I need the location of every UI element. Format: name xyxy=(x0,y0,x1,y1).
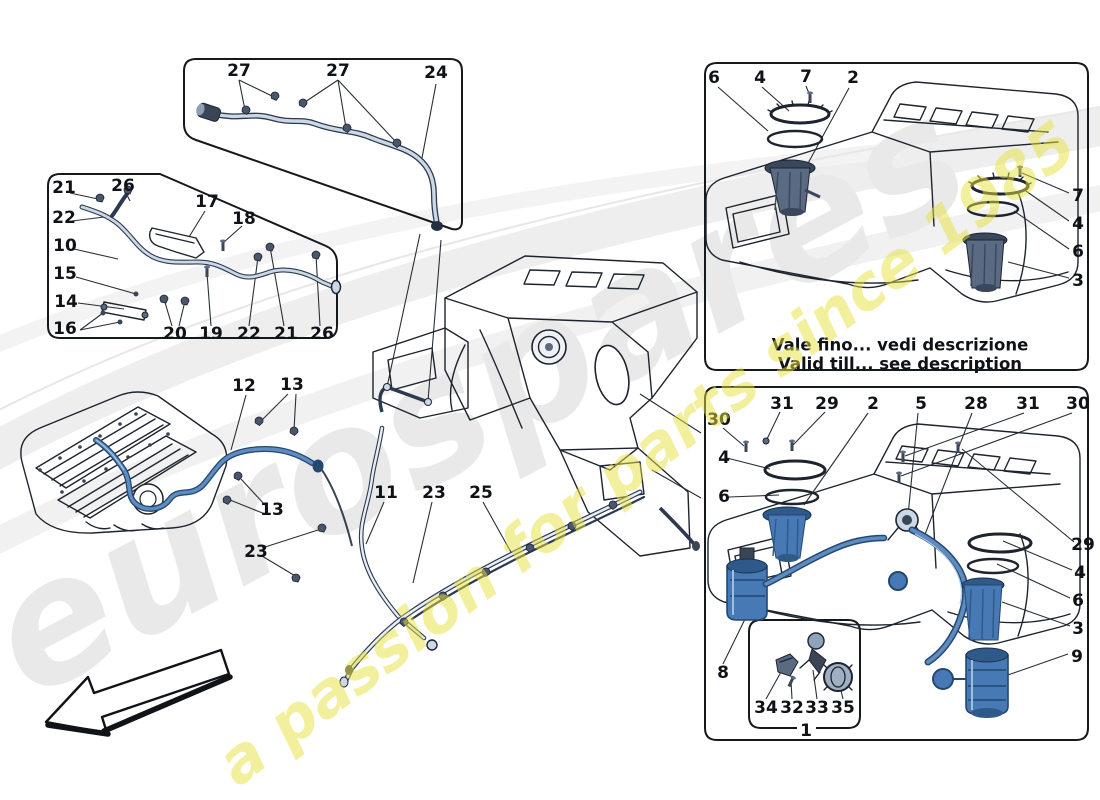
tank-late-drawing xyxy=(707,423,1081,738)
fuel-pump-early-left xyxy=(764,159,821,216)
callout-21: 21 xyxy=(52,178,76,198)
callout-17: 17 xyxy=(195,192,219,212)
callout-14: 14 xyxy=(54,292,78,312)
callout-7: 7 xyxy=(800,67,812,87)
callout-6: 6 xyxy=(1072,242,1084,262)
lock-ring-early-left xyxy=(767,100,833,125)
panel-tank-early xyxy=(704,62,1089,371)
callout-3: 3 xyxy=(1072,271,1084,291)
direction-arrow xyxy=(44,648,233,737)
callout-26: 26 xyxy=(310,324,334,344)
callout-29: 29 xyxy=(1071,535,1095,555)
callout-27: 27 xyxy=(227,61,251,81)
callout-23: 23 xyxy=(244,542,268,562)
panel-pipe-detail xyxy=(183,58,463,231)
callout-22: 22 xyxy=(52,208,76,228)
fuel-pump-late-right xyxy=(961,577,1005,641)
callout-13: 13 xyxy=(280,375,304,395)
callout-16: 16 xyxy=(53,319,77,339)
callout-3: 3 xyxy=(1072,619,1084,639)
callout-4: 4 xyxy=(1072,214,1084,234)
callout-32: 32 xyxy=(780,698,804,718)
callout-23: 23 xyxy=(422,483,446,503)
lock-ring-late-left xyxy=(763,459,827,481)
callout-12: 12 xyxy=(232,376,256,396)
callout-30: 30 xyxy=(1066,394,1090,414)
pipe-detail-drawing xyxy=(196,90,443,231)
callout-4: 4 xyxy=(1074,563,1086,583)
fuel-filter-unit xyxy=(965,647,1009,718)
watermark-swoosh xyxy=(0,105,1100,554)
callout-28: 28 xyxy=(964,394,988,414)
callout-10: 10 xyxy=(53,236,77,256)
callout-2: 2 xyxy=(847,68,859,88)
callout-1: 1 xyxy=(800,721,812,741)
fuel-pump-late-top xyxy=(762,506,812,562)
callout-5: 5 xyxy=(915,394,927,414)
callout-7: 7 xyxy=(1072,186,1084,206)
callout-27: 27 xyxy=(326,61,350,81)
cap-kit-drawing xyxy=(775,632,853,692)
callout-15: 15 xyxy=(53,264,77,284)
callout-11: 11 xyxy=(374,483,398,503)
engine-blue-pipe xyxy=(93,437,353,547)
callout-6: 6 xyxy=(708,68,720,88)
callout-22: 22 xyxy=(237,324,261,344)
callout-8: 8 xyxy=(717,663,729,683)
fuel-sender-unit xyxy=(887,508,925,541)
callout-20: 20 xyxy=(163,324,187,344)
callout-2: 2 xyxy=(867,394,879,414)
panel-tank-late xyxy=(704,386,1089,741)
callout-30: 30 xyxy=(707,410,731,430)
tank-early-drawing: Vale fino... vedi descrizione Valid till… xyxy=(705,81,1079,374)
callout-6: 6 xyxy=(1072,591,1084,611)
callout-21: 21 xyxy=(274,324,298,344)
engine-drawing xyxy=(20,391,353,547)
callout-26: 26 xyxy=(111,176,135,196)
callout-13: 13 xyxy=(260,500,284,520)
underbody-pipes-drawing xyxy=(221,415,646,688)
panel-fitting-detail xyxy=(47,173,338,339)
callout-33: 33 xyxy=(805,698,829,718)
callout-29: 29 xyxy=(815,394,839,414)
callout-4: 4 xyxy=(754,68,766,88)
fitting-detail-drawing xyxy=(79,185,342,325)
callout-4: 4 xyxy=(718,448,730,468)
pump-canister-left xyxy=(726,547,768,621)
callout-18: 18 xyxy=(232,209,256,229)
callout-34: 34 xyxy=(754,698,778,718)
callout-31: 31 xyxy=(770,394,794,414)
callout-6: 6 xyxy=(718,487,730,507)
leader-lines xyxy=(69,79,1075,700)
callout-35: 35 xyxy=(831,698,855,718)
callout-9: 9 xyxy=(1071,647,1083,667)
center-tank-drawing xyxy=(372,255,700,557)
callout-24: 24 xyxy=(424,63,448,83)
lock-ring-early-right xyxy=(968,172,1032,196)
callout-25: 25 xyxy=(469,483,493,503)
callout-19: 19 xyxy=(199,324,223,344)
note-line-italian: Vale fino... vedi descrizione xyxy=(772,336,1029,355)
callout-31: 31 xyxy=(1016,394,1040,414)
note-line-english: Valid till... see description xyxy=(778,355,1022,374)
fuel-pump-early-right xyxy=(962,232,1008,292)
